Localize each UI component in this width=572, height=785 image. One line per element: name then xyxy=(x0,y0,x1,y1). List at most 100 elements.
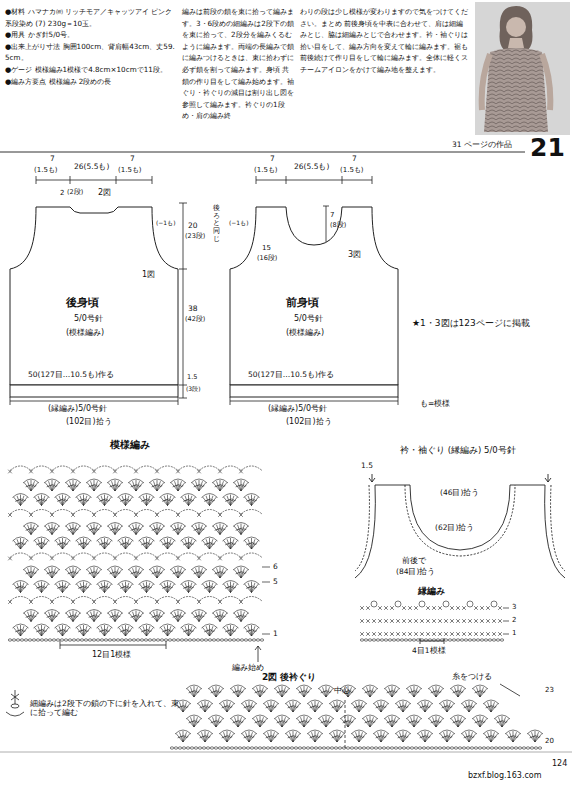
double-crochet xyxy=(286,733,293,742)
center-line xyxy=(345,700,346,750)
double-crochet xyxy=(436,718,443,727)
chain-arc xyxy=(197,730,213,734)
double-crochet xyxy=(91,481,95,491)
stitch-bar xyxy=(271,736,274,737)
stitch-bar xyxy=(260,721,263,722)
chain-stitch xyxy=(88,639,91,641)
stitch-bar xyxy=(115,485,118,486)
double-crochet xyxy=(220,569,227,578)
double-crochet xyxy=(403,733,410,742)
stitch-bar xyxy=(159,573,162,574)
double-crochet xyxy=(249,703,256,712)
double-crochet xyxy=(84,539,88,549)
double-crochet xyxy=(381,702,385,712)
double-crochet xyxy=(84,496,88,506)
double-crochet xyxy=(178,568,182,578)
single-crochet xyxy=(366,606,370,610)
double-crochet xyxy=(143,626,147,636)
double-crochet xyxy=(260,718,267,727)
single-crochet xyxy=(492,619,496,623)
chain-arc xyxy=(233,566,249,570)
chain-arc xyxy=(417,700,433,704)
double-crochet xyxy=(35,540,42,549)
single-crochet xyxy=(155,600,159,604)
neck-band xyxy=(410,485,510,550)
double-crochet xyxy=(154,525,158,535)
armhole-band xyxy=(551,485,565,571)
stitch-bar xyxy=(103,542,106,543)
stitch-bar xyxy=(166,499,169,500)
double-crochet xyxy=(227,703,234,712)
double-crochet xyxy=(185,496,189,506)
chain-stitch xyxy=(468,639,471,641)
stitch-bar xyxy=(534,735,537,736)
single-crochet xyxy=(92,513,96,517)
double-crochet xyxy=(198,733,205,742)
stitch-bar xyxy=(380,735,383,736)
double-crochet xyxy=(14,584,21,593)
chain-arc xyxy=(23,610,39,614)
chain-arc xyxy=(373,730,389,734)
chain-stitch xyxy=(230,747,233,749)
single-crochet xyxy=(197,600,201,604)
double-crochet xyxy=(308,703,315,712)
stitch-bar xyxy=(405,707,408,708)
double-crochet xyxy=(171,613,178,622)
stitch-bar xyxy=(220,616,223,617)
chain-arc xyxy=(86,566,102,570)
double-crochet xyxy=(245,497,252,506)
double-crochet xyxy=(252,497,259,506)
double-crochet xyxy=(389,717,393,727)
single-crochet xyxy=(29,513,33,517)
double-crochet xyxy=(31,568,35,578)
chain-stitch xyxy=(184,639,187,641)
stitch-bar xyxy=(254,631,257,632)
chain-loop xyxy=(241,466,262,471)
double-crochet xyxy=(49,525,53,535)
stitch-bar xyxy=(210,630,213,631)
double-crochet xyxy=(52,481,56,491)
stitch-bar xyxy=(72,484,75,485)
stitch-bar xyxy=(189,543,192,544)
double-crochet xyxy=(502,718,509,727)
chain-stitch xyxy=(188,639,191,641)
double-crochet xyxy=(252,584,259,593)
chain-arc xyxy=(439,730,455,734)
stitch-bar xyxy=(435,720,438,721)
chain-stitch xyxy=(116,639,119,641)
picot xyxy=(419,601,425,607)
single-crochet xyxy=(426,619,430,623)
stitch-bar xyxy=(75,486,78,487)
single-crochet xyxy=(134,513,138,517)
double-crochet xyxy=(56,627,63,636)
double-crochet xyxy=(282,717,286,727)
double-crochet xyxy=(378,702,382,712)
chain-stitch xyxy=(260,639,263,641)
double-crochet xyxy=(312,702,316,712)
double-crochet xyxy=(210,626,214,636)
double-crochet xyxy=(203,584,210,593)
double-crochet xyxy=(203,627,210,636)
chain-loop xyxy=(94,510,115,515)
chain-stitch xyxy=(498,747,501,749)
double-crochet xyxy=(241,569,248,578)
chain-stitch xyxy=(254,747,257,749)
stitch-bar xyxy=(40,499,43,500)
stitch-bar xyxy=(193,690,196,691)
double-crochet xyxy=(31,612,35,622)
double-crochet xyxy=(246,732,250,742)
double-crochet xyxy=(63,539,67,549)
double-crochet xyxy=(205,732,209,742)
double-crochet xyxy=(429,718,436,727)
chain-arc xyxy=(76,537,92,541)
double-crochet xyxy=(206,539,210,549)
stitch-bar xyxy=(491,706,494,707)
chain-arc xyxy=(139,494,155,498)
stitch-bar xyxy=(262,692,265,693)
double-crochet xyxy=(150,569,157,578)
double-crochet xyxy=(458,717,462,727)
double-crochet xyxy=(84,540,91,549)
double-crochet xyxy=(440,703,447,712)
double-crochet xyxy=(196,612,200,622)
stitch-bar xyxy=(145,499,148,500)
